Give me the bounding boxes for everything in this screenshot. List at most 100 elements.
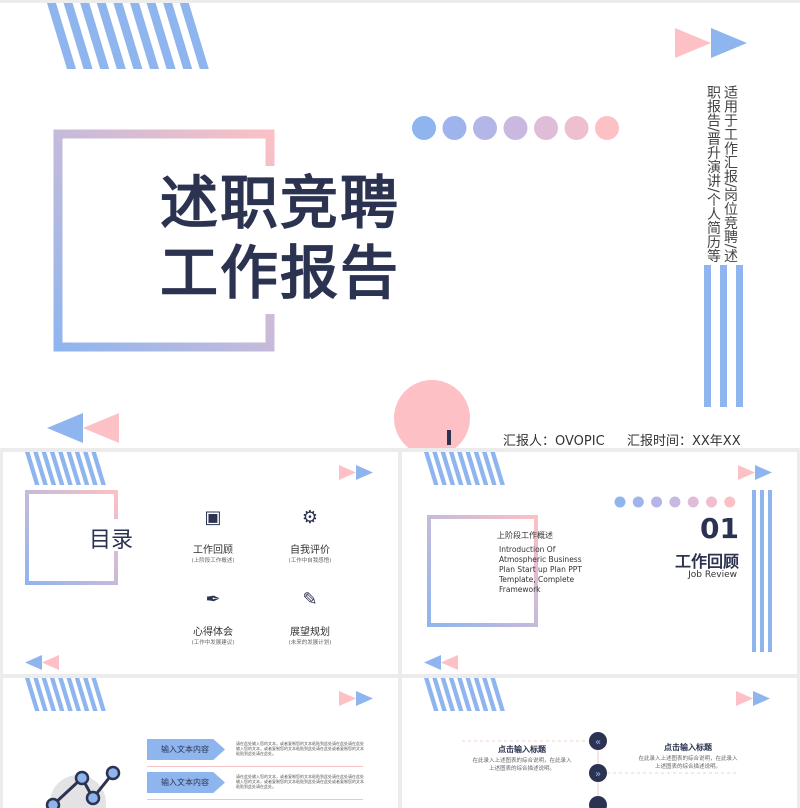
stripe [440,678,456,711]
pink-circle [394,380,470,448]
stripe [96,3,126,69]
main-slide[interactable]: 述职竞聘 工作报告 适用于工作汇报/岗位竞聘/述职报告/晋升演讲/个人简历等 汇… [0,3,800,448]
chevron-right-icon [589,796,607,808]
section-slide-thumbnail[interactable]: 上阶段工作概述 Introduction Of Atmospheric Busi… [402,452,797,674]
stripe [465,452,480,485]
stripe [58,678,73,711]
triangles-left-icon [424,655,458,670]
stripe [490,678,505,711]
toc-item-sub: (工作中发展建议) [191,640,235,646]
content-row[interactable]: 输入文本内容请在此处输入您的文本，或者复制您的文本粘贴到此处请在此处请在此处输入… [144,772,364,804]
toc-title: 目录 [89,528,134,553]
timeline-text: 在此录入上述图表的综合说明，在此录入上述图表的综合描述说明。 [638,756,738,770]
content-row-text: 请在此处输入您的文本，或者复制您的文本粘贴到此处请在此处请在此处输入您的文本，或… [236,741,364,756]
dot [706,496,717,508]
stripe [146,3,176,69]
stripe [66,678,81,711]
toc-item-sub: (未来的发展计划) [288,640,332,646]
stripe [482,452,497,485]
gradient-frame [25,490,118,585]
gradient-frame [53,129,275,352]
stripe [448,452,464,485]
stripe [130,3,159,69]
triangles-right-icon [738,465,772,480]
timeline-text: 在此录入上述图表的综合说明，在此录入上述图表的综合描述说明。 [472,758,572,772]
chevron-right-icon: » [589,764,607,782]
stripe [66,452,81,485]
diagonal-stripes [424,452,505,485]
stripe [41,678,57,711]
toc-item[interactable]: ✎展望规划(未来的发展计划) [285,589,335,646]
stripe [49,678,65,711]
timeline-slide-thumbnail[interactable]: « » 点击输入标题 在此录入上述图表的综合说明，在此录入上述图表的综合描述说明… [402,678,797,808]
stripe [457,452,472,485]
triangles-right-icon [675,28,747,58]
stripe [113,3,143,69]
edit-board-icon: ✎ [302,589,318,610]
dot [595,116,619,140]
dot [564,116,589,140]
dot [687,496,699,508]
gradient-dots [614,496,736,508]
presentation-icon: ▣ [204,507,222,528]
dot [534,116,558,140]
stripe [482,678,497,711]
dot [632,496,644,508]
stripe [47,3,76,69]
gradient-frame [427,515,538,627]
diagonal-stripes [25,678,106,711]
stripe [25,452,40,485]
stripe [424,678,439,711]
diagonal-stripes [424,678,505,711]
stripe [74,452,90,485]
stripe [83,678,98,711]
stripe [440,452,456,485]
section-title: 工作回顾 [674,552,739,571]
stripe [432,678,447,711]
subtitle-vertical: 适用于工作汇报/岗位竞聘/述职报告/晋升演讲/个人简历等 [705,85,738,263]
content-row[interactable]: 输入文本内容请在此处输入您的文本，或者复制您的文本粘贴到此处请在此处请在此处输入… [144,739,364,771]
stripe [473,452,489,485]
stripe [25,678,40,711]
section-number: 01 [700,512,739,545]
stripe [91,678,106,711]
stripe [49,452,65,485]
stripe [473,678,489,711]
timeline-item[interactable]: 点击输入标题 在此录入上述图表的综合说明，在此录入上述图表的综合描述说明。 [638,742,738,771]
toc-item-label: 工作回顾 [193,545,233,556]
timeline-title: 点击输入标题 [498,745,546,754]
divider [147,766,363,767]
section-body: Introduction Of Atmospheric Business Pla… [499,545,582,594]
stripe [465,678,480,711]
dot [651,496,663,508]
stripe [179,3,209,69]
stripe [432,452,447,485]
stripe [41,452,57,485]
toc-item[interactable]: ▣工作回顾(上阶段工作概述) [188,507,238,564]
toc-slide-thumbnail[interactable]: 目录 ▣工作回顾(上阶段工作概述)⚙自我评价(工作中自我感悟)✒心得体会(工作中… [3,452,398,674]
vertical-bars [752,490,772,652]
toc-item[interactable]: ⚙自我评价(工作中自我感悟) [285,507,335,564]
stripe [457,678,472,711]
stripe [63,3,93,69]
dot [614,496,626,508]
toc-item[interactable]: ✒ 心得体会 (工作中发展建议) [188,589,238,646]
section-heading: 上阶段工作概述 [497,531,553,540]
content-slide-thumbnail[interactable]: 输入文本内容 请在此处输入您的文本，或者复制您的文本粘贴到此处请在此处请在此处输入… [3,678,398,808]
dot [442,116,467,140]
pen-nib-icon: ✒ [205,589,221,610]
network-chart-icon [45,765,121,808]
stripe [163,3,193,69]
stripe [74,678,90,711]
toc-item-label: 心得体会 [193,627,233,638]
report-time: 汇报时间：XX年XX [627,434,741,448]
dot [473,116,497,140]
triangles-right-icon [339,691,373,706]
content-row-label: 输入文本内容 [147,772,225,793]
timeline-item[interactable]: 点击输入标题 在此录入上述图表的综合说明，在此录入上述图表的综合描述说明。 [472,744,572,773]
diagonal-stripes [47,3,209,69]
triangles-left-icon [25,655,59,670]
stripe [424,452,439,485]
dark-bar [447,430,451,445]
title-line-2: 工作报告 [160,239,401,307]
